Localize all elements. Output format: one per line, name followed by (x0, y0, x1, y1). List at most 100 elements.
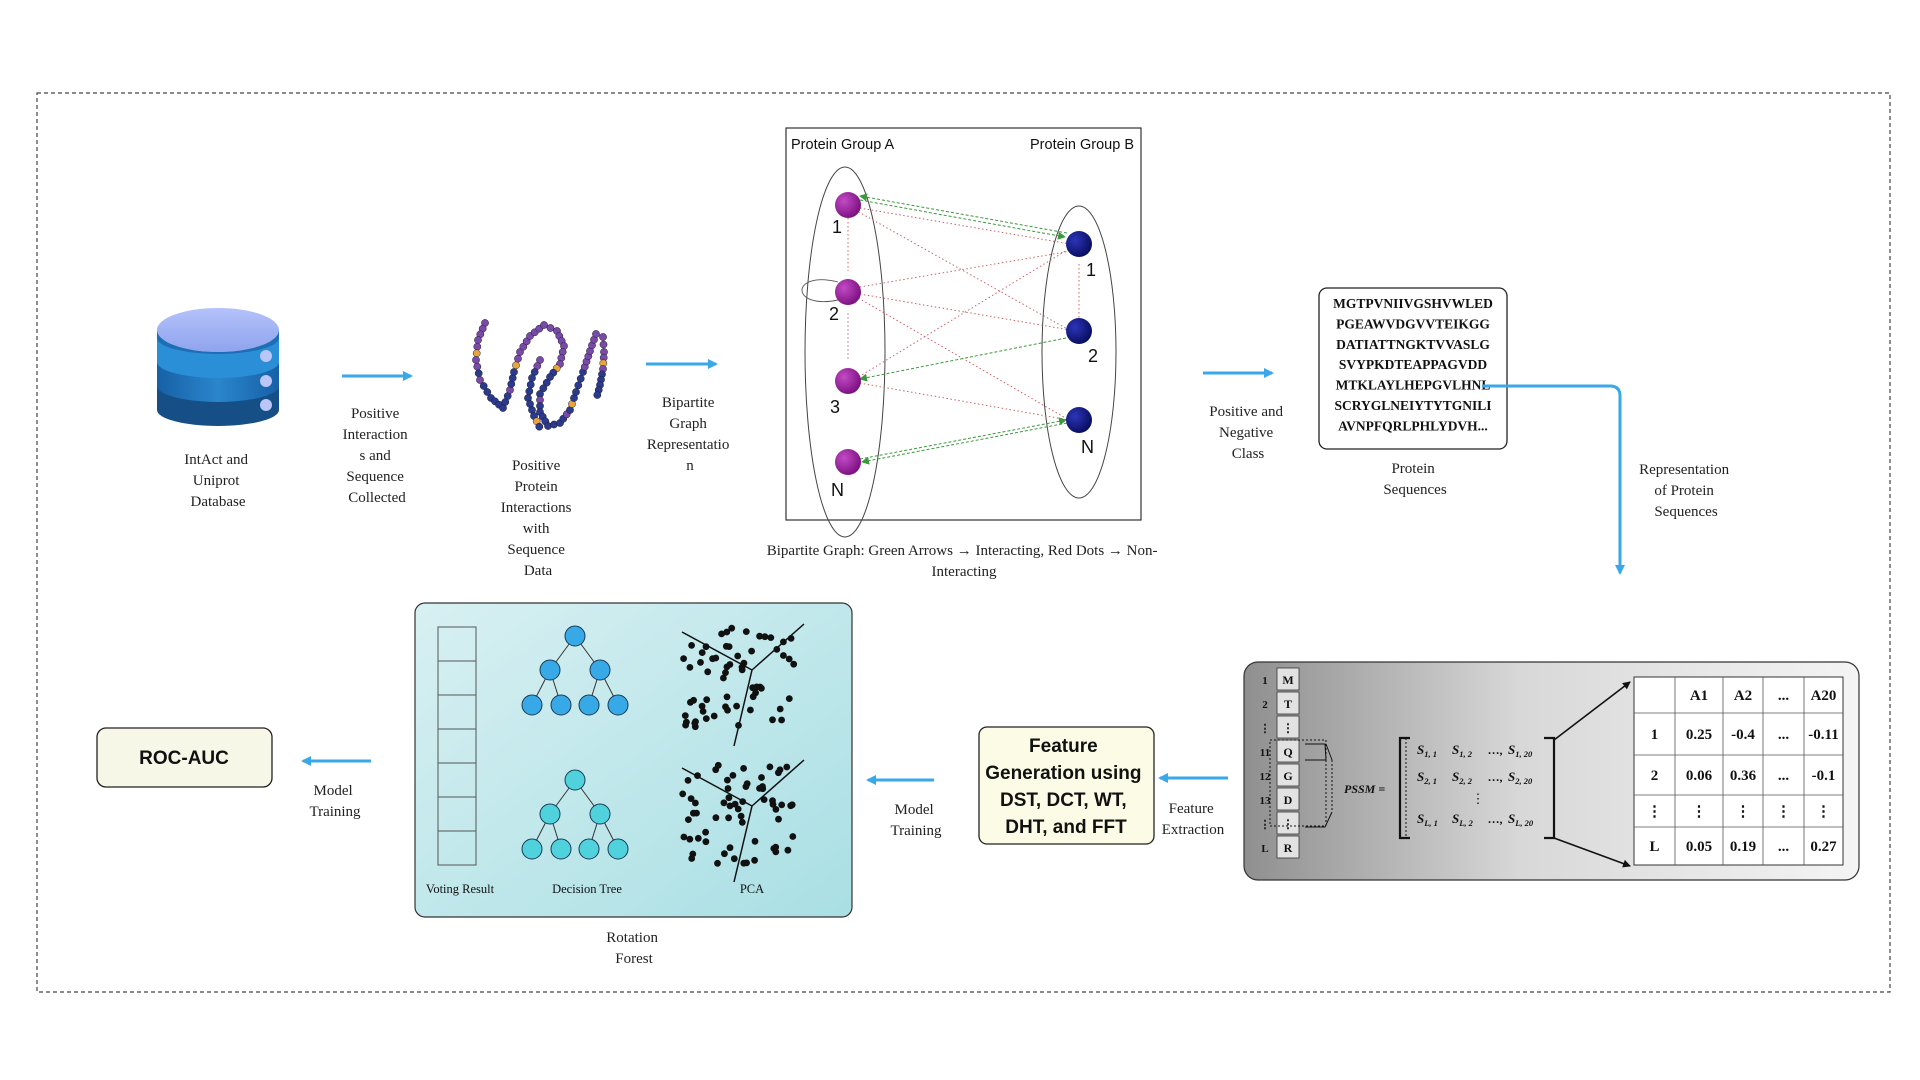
pssm-table-cell: 2 (1651, 768, 1659, 784)
sequence-line: SCRYGLNEIYTYTGNILI (1334, 398, 1491, 413)
ppi-label-line: with (523, 521, 550, 537)
protein-bead (472, 356, 480, 364)
protein-bead (546, 373, 554, 381)
sequence-line: SVYPKDTEAPPAGVDD (1339, 357, 1488, 372)
pca-label: PCA (740, 882, 764, 896)
database-label-line: IntAct and (184, 452, 248, 468)
pca-point (726, 661, 734, 668)
pssm-table-cell: A1 (1690, 688, 1708, 704)
voting-result-label: Voting Result (426, 882, 495, 896)
pca-point (699, 708, 707, 715)
tree-node (589, 659, 611, 681)
pca-point (767, 634, 775, 641)
ppi-label-line: Sequence (507, 542, 565, 558)
pssm-row-index: ⋮ (1260, 819, 1271, 831)
svg-text:Representation of Protein: Representation of Protein Sequences (1639, 462, 1733, 520)
group-b-label: Protein Group B (1030, 137, 1134, 153)
protein-bead (510, 368, 518, 376)
pca-point (687, 698, 694, 706)
database-label-line: Uniprot (193, 473, 240, 489)
protein-bead (592, 330, 600, 338)
svg-text:Positive Protein Inter: Positive Protein Interactions with Seque… (501, 458, 576, 579)
pca-point (789, 833, 797, 840)
pca-point (726, 802, 734, 810)
tree-node (539, 659, 561, 681)
pssm-table-cell: A2 (1734, 688, 1752, 704)
pssm-row-index: 13 (1260, 795, 1272, 807)
pssm-matrix-entry: S1, 2 (1452, 742, 1473, 759)
pssm-row-index: L (1261, 843, 1268, 855)
protein-bead (576, 374, 585, 383)
pca-point (725, 814, 732, 822)
flow-arrow (1482, 384, 1625, 575)
pssm-table-cell: -0.1 (1812, 768, 1836, 784)
protein-bead (474, 369, 483, 378)
pca-point (691, 719, 699, 727)
feature-gen-line: DST, DCT, WT, (1000, 790, 1127, 811)
model-training-label-line: Training (309, 804, 361, 820)
pca-point (776, 766, 784, 774)
pca-point (686, 664, 694, 671)
protein-bead (535, 422, 544, 431)
protein-bead (599, 333, 607, 341)
pca-point (760, 796, 768, 803)
rotation-forest-panel: Voting Result Decision Tree PCA (414, 602, 853, 918)
pca-point (712, 766, 720, 774)
bipartite-graph: Protein Group A Protein Group B (785, 127, 1142, 538)
pca-point (697, 659, 704, 666)
pca-point (734, 805, 742, 813)
pssm-matrix-entry: S1, 20 (1508, 742, 1533, 759)
pssm-residue: M (1282, 673, 1293, 687)
pca-point (698, 649, 706, 656)
pssm-eq-label: PSSM = (1344, 782, 1385, 796)
pssm-table-cell: L (1649, 839, 1659, 855)
pca-point (721, 850, 728, 858)
pssm-residue-cell (1276, 691, 1300, 715)
tree-node (550, 838, 572, 860)
pssm-matrix-ellipsis: …, (1488, 770, 1503, 784)
tree-node (550, 694, 572, 716)
pca-point (772, 848, 780, 856)
pca-point (731, 800, 739, 808)
feature-gen-line: DHT, and FFT (1005, 817, 1127, 838)
tree-node (521, 694, 543, 716)
sequence-line: DATIATTNGKTVVASLG (1336, 337, 1490, 352)
model-training-label-line: Model (895, 802, 934, 818)
model-training-label-line: Model (314, 783, 353, 799)
tree-node (564, 625, 586, 647)
pssm-table-cell: 1 (1651, 727, 1659, 743)
pca-point (751, 837, 759, 845)
collected-label-line: Interaction (343, 427, 408, 443)
collected-label-line: Collected (348, 490, 406, 506)
pca-point (722, 669, 729, 676)
group-a-node (835, 449, 861, 475)
pca-point (769, 716, 776, 724)
protein-bead (472, 349, 481, 358)
pssm-residue-cell (1276, 715, 1300, 739)
pssm-row-index: 2 (1262, 699, 1268, 711)
protein-seq-label-line: Sequences (1383, 482, 1446, 498)
svg-text:Feature Extraction: Feature Extraction (1162, 801, 1225, 838)
pssm-row-index: 12 (1260, 771, 1272, 783)
protein-bead (546, 324, 555, 332)
pca-point (778, 716, 785, 724)
svg-text:Positive Interaction s: Positive Interaction s and Sequence Coll… (343, 406, 412, 506)
pssm-residue-cell (1276, 811, 1300, 835)
model-training-label-line: Training (890, 823, 942, 839)
pca-point (723, 628, 731, 636)
pca-point (681, 712, 689, 719)
pca-point (726, 844, 734, 852)
pssm-table-cell: ... (1778, 688, 1790, 704)
pssm-table-cell: 0.27 (1810, 839, 1837, 855)
feature-generation-box (978, 726, 1155, 845)
pca-point (724, 706, 731, 714)
pca-point (733, 702, 740, 710)
pca-point (773, 646, 781, 653)
pca-point (714, 859, 721, 867)
svg-text:Model Training: Model Training (309, 783, 361, 820)
group-b-node (1066, 407, 1092, 433)
pca-point (728, 624, 736, 632)
pca-point (702, 715, 710, 722)
